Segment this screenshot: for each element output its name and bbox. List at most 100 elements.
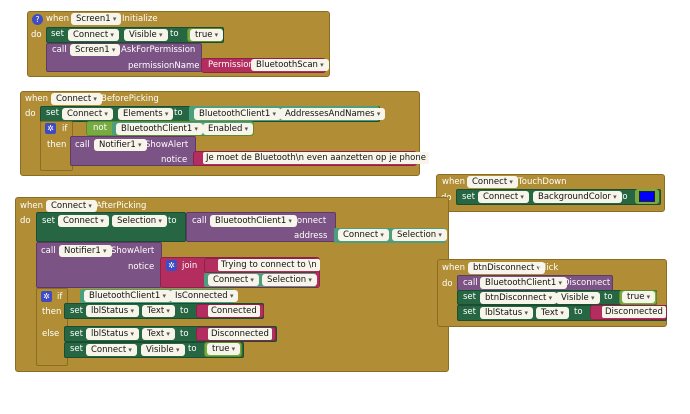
text-value[interactable]: Trying to connect to \n: [218, 259, 320, 271]
gear-icon[interactable]: ✲: [41, 291, 52, 302]
component-dropdown[interactable]: BluetoothClient1: [210, 215, 298, 227]
gear-icon[interactable]: ✲: [166, 260, 177, 271]
join-keyword: join: [182, 261, 198, 271]
set-keyword: set: [462, 192, 475, 202]
component-dropdown[interactable]: Notifier1: [94, 139, 147, 151]
component-dropdown[interactable]: Connect: [62, 108, 113, 120]
component-dropdown[interactable]: Connect: [478, 191, 529, 203]
property-dropdown[interactable]: Selection: [112, 215, 167, 227]
component-dropdown[interactable]: BluetoothClient1: [480, 277, 568, 289]
event-name-label: TouchDown: [518, 177, 567, 187]
when-label: when: [20, 201, 43, 211]
event-component-dropdown[interactable]: Screen1: [71, 13, 122, 25]
to-label: to: [180, 329, 189, 339]
component-dropdown[interactable]: Screen1: [70, 44, 121, 56]
param-label: notice: [128, 262, 155, 272]
component-dropdown[interactable]: Connect: [208, 274, 259, 286]
property-dropdown[interactable]: IsConnected: [170, 290, 239, 302]
component-dropdown[interactable]: Connect: [338, 229, 389, 241]
property-dropdown[interactable]: Selection: [392, 229, 447, 241]
event-component-dropdown[interactable]: Connect: [51, 93, 102, 105]
when-label: when: [442, 263, 465, 273]
event-name-label: BeforePicking: [101, 94, 159, 104]
to-label: to: [174, 108, 183, 118]
set-keyword: set: [463, 292, 476, 302]
component-dropdown[interactable]: lblStatus: [86, 328, 139, 340]
permission-dropdown[interactable]: BluetoothScan: [251, 59, 329, 71]
component-dropdown[interactable]: Connect: [86, 344, 137, 356]
method-label: AskForPermission: [121, 45, 196, 55]
event-component-dropdown[interactable]: Connect: [467, 176, 518, 188]
set-keyword: set: [70, 344, 83, 354]
if-block[interactable]: [36, 288, 68, 366]
event-name-label: Initialize: [122, 14, 158, 24]
component-dropdown[interactable]: lblStatus: [86, 305, 139, 317]
text-value[interactable]: Je moet de Bluetooth\n even aanzetten op…: [203, 152, 429, 164]
property-dropdown[interactable]: Text: [536, 307, 569, 319]
do-label: do: [25, 109, 36, 119]
property-dropdown[interactable]: Visible: [556, 292, 600, 304]
method-label: ShowAlert: [111, 246, 155, 256]
event-name-label: Click: [538, 263, 559, 273]
call-keyword: call: [463, 278, 478, 288]
to-label: to: [170, 29, 179, 39]
component-dropdown[interactable]: Notifier1: [59, 245, 112, 257]
set-keyword: set: [70, 329, 83, 339]
color-swatch[interactable]: [639, 191, 655, 202]
else-keyword: else: [42, 329, 60, 339]
permission-keyword: Permission: [208, 60, 254, 70]
property-dropdown[interactable]: BackgroundColor: [533, 191, 622, 203]
property-dropdown[interactable]: Visible: [141, 344, 185, 356]
method-label: Disconnect: [563, 278, 611, 288]
property-dropdown[interactable]: Text: [142, 305, 175, 317]
boolean-dropdown[interactable]: true: [622, 291, 656, 303]
property-dropdown[interactable]: Text: [142, 328, 175, 340]
not-keyword: not: [93, 123, 107, 133]
method-label: Connect: [291, 216, 327, 226]
event-component-dropdown[interactable]: btnDisconnect: [468, 262, 546, 274]
component-dropdown[interactable]: lblStatus: [480, 307, 533, 319]
do-label: do: [31, 30, 42, 40]
component-dropdown[interactable]: BluetoothClient1: [84, 290, 172, 302]
property-dropdown[interactable]: Elements: [118, 108, 174, 120]
param-label: address: [294, 231, 328, 241]
to-label: to: [188, 344, 197, 354]
call-askforpermission-block[interactable]: [46, 43, 202, 72]
component-dropdown[interactable]: Connect: [68, 29, 119, 41]
to-label: to: [619, 192, 628, 202]
event-component-dropdown[interactable]: Connect: [46, 200, 97, 212]
then-keyword: then: [47, 140, 67, 150]
param-label: permissionName: [128, 61, 200, 71]
text-value[interactable]: Disconnected: [208, 328, 272, 340]
then-keyword: then: [42, 307, 62, 317]
text-value[interactable]: Disconnected: [602, 306, 666, 318]
text-value[interactable]: Connected: [208, 305, 260, 317]
boolean-dropdown[interactable]: true: [190, 29, 224, 41]
call-keyword: call: [52, 45, 67, 55]
property-dropdown[interactable]: Selection: [262, 274, 317, 286]
do-label: do: [20, 216, 31, 226]
to-label: to: [574, 307, 583, 317]
component-dropdown[interactable]: Connect: [58, 215, 109, 227]
to-label: to: [168, 216, 177, 226]
set-keyword: set: [42, 216, 55, 226]
when-label: when: [25, 94, 48, 104]
property-dropdown[interactable]: AddressesAndNames: [280, 108, 386, 120]
when-label: when: [46, 14, 69, 24]
call-keyword: call: [75, 140, 90, 150]
help-icon[interactable]: ?: [32, 14, 43, 25]
property-dropdown[interactable]: Visible: [124, 29, 168, 41]
component-dropdown[interactable]: btnDisconnect: [480, 292, 558, 304]
gear-icon[interactable]: ✲: [45, 123, 56, 134]
set-keyword: set: [463, 307, 476, 317]
boolean-dropdown[interactable]: true: [207, 343, 241, 355]
set-keyword: set: [70, 306, 83, 316]
property-dropdown[interactable]: Enabled: [203, 123, 254, 135]
set-keyword: set: [46, 108, 59, 118]
component-dropdown[interactable]: BluetoothClient1: [194, 108, 282, 120]
param-label: notice: [161, 155, 188, 165]
component-dropdown[interactable]: BluetoothClient1: [116, 123, 204, 135]
when-label: when: [442, 177, 465, 187]
call-keyword: call: [41, 246, 56, 256]
to-label: to: [604, 292, 613, 302]
